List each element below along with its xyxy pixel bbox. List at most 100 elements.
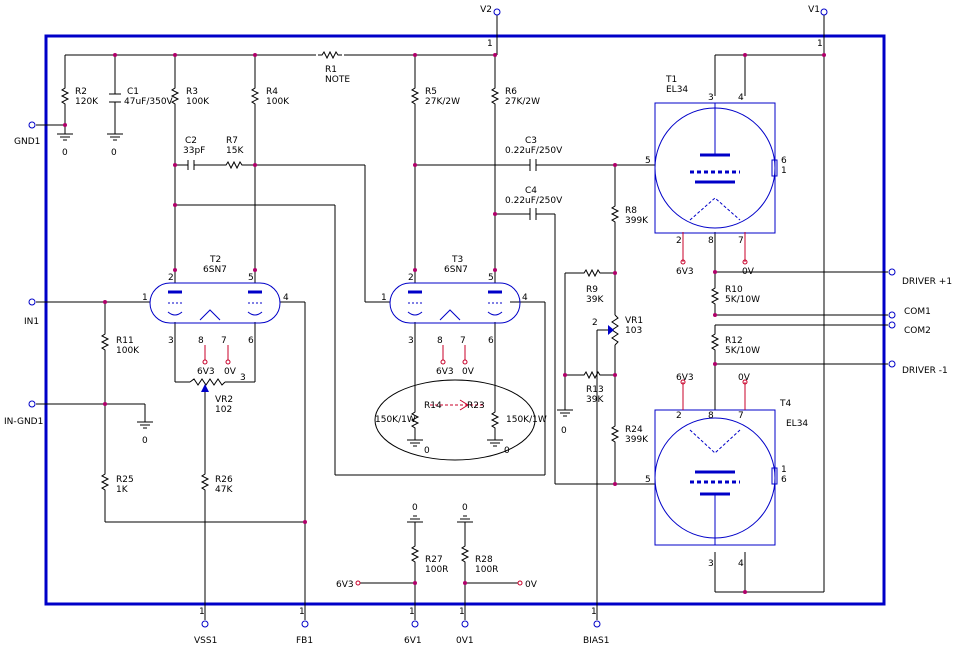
r26-value: 47K	[215, 485, 233, 495]
r7-value: 15K	[226, 146, 244, 156]
r4-value: 100K	[266, 97, 290, 107]
t3-ref: T3	[451, 255, 463, 265]
net-0v-4: 0V	[738, 373, 751, 383]
t2-ref: T2	[209, 255, 221, 265]
pin-t4-8: 8	[708, 411, 714, 421]
pin-t1-8: 8	[708, 236, 714, 246]
r14-ref: R14	[424, 401, 442, 411]
port-com2: COM2	[904, 326, 931, 336]
port-bias1: BIAS1	[583, 636, 609, 646]
pin-t4-6: 6	[781, 475, 787, 485]
r10-value: 5K/10W	[725, 295, 760, 305]
r24-value: 399K	[625, 435, 649, 445]
pin-vss1: 1	[199, 607, 205, 617]
net-6v3-3: 6V3	[676, 267, 694, 277]
r28-ref: R28	[475, 555, 493, 565]
pin-t3-3: 3	[408, 336, 414, 346]
pin-vr2-3: 3	[240, 373, 246, 383]
r10-ref: R10	[725, 285, 743, 295]
r3-value: 100K	[186, 97, 210, 107]
r12-value: 5K/10W	[725, 346, 760, 356]
net-6v3-4: 6V3	[676, 373, 694, 383]
port-in-gnd1: IN-GND1	[4, 417, 43, 427]
r23-ref: R23	[467, 401, 485, 411]
pin-t3-2: 2	[408, 273, 414, 283]
net-gnd-4: 0	[561, 426, 567, 436]
pin-0v1: 1	[459, 607, 465, 617]
trim-ellipse	[374, 379, 536, 461]
r8-value: 399K	[625, 216, 649, 226]
r5-ref: R5	[425, 87, 437, 97]
r11-ref: R11	[116, 336, 134, 346]
port-gnd1: GND1	[14, 137, 40, 147]
c2-value: 33pF	[183, 146, 205, 156]
r9-value: 39K	[586, 295, 604, 305]
r24-ref: R24	[625, 425, 643, 435]
net-0v-2: 0V	[462, 367, 475, 377]
pin-t3-5: 5	[488, 273, 494, 283]
pin-t4-7: 7	[738, 411, 744, 421]
r23-value: 150K/1W	[506, 415, 547, 425]
pin-t1-2: 2	[676, 236, 682, 246]
r25-value: 1K	[116, 485, 129, 495]
port-6v1: 6V1	[404, 636, 422, 646]
tube-t1	[654, 102, 778, 234]
net-gnd-7: 0	[412, 503, 418, 513]
pin-t2-3: 3	[168, 336, 174, 346]
pin-t1-4: 4	[738, 93, 744, 103]
r11-value: 100K	[116, 346, 140, 356]
port-0v1: 0V1	[456, 636, 474, 646]
t3-value: 6SN7	[444, 265, 468, 275]
pin-t3-1: 1	[381, 293, 387, 303]
c3-ref: C3	[525, 136, 537, 146]
vr1-value: 103	[625, 326, 642, 336]
r26-ref: R26	[215, 475, 233, 485]
pin-t1-3: 3	[708, 93, 714, 103]
port-driver-m1: DRIVER -1	[902, 366, 948, 376]
net-gnd-5: 0	[424, 446, 430, 456]
r2-ref: R2	[75, 87, 87, 97]
pin-t4-5: 5	[645, 475, 651, 485]
r28-value: 100R	[475, 565, 498, 575]
net-0v-1: 0V	[224, 367, 237, 377]
pin-bias1: 1	[591, 607, 597, 617]
port-in1: IN1	[24, 317, 39, 327]
pin-v2: 1	[487, 39, 493, 49]
r14-value: 150K/1W	[375, 415, 416, 425]
net-6v3-5: 6V3	[336, 580, 354, 590]
r12-ref: R12	[725, 336, 743, 346]
port-v2: V2	[480, 5, 492, 15]
pin-t1-6: 6	[781, 156, 787, 166]
pin-6v1: 1	[409, 607, 415, 617]
r27-ref: R27	[425, 555, 443, 565]
pin-t3-8: 8	[437, 336, 443, 346]
r8-ref: R8	[625, 206, 637, 216]
c4-value: 0.22uF/250V	[505, 196, 563, 206]
c4-ref: C4	[525, 186, 537, 196]
pin-v1: 1	[817, 39, 823, 49]
pin-t2-8: 8	[198, 336, 204, 346]
t4-value: EL34	[786, 419, 808, 429]
r6-value: 27K/2W	[505, 97, 540, 107]
t1-ref: T1	[665, 75, 677, 85]
pin-t3-7: 7	[460, 336, 466, 346]
pin-t1-5: 5	[645, 156, 651, 166]
net-gnd-8: 0	[462, 503, 468, 513]
r13-ref: R13	[586, 385, 604, 395]
pin-t2-6: 6	[248, 336, 254, 346]
c2-ref: C2	[185, 136, 197, 146]
r9-ref: R9	[586, 285, 598, 295]
t4-ref: T4	[779, 399, 791, 409]
pin-t1-1: 1	[781, 166, 787, 176]
r1-value: NOTE	[325, 75, 350, 85]
port-vss1: VSS1	[194, 636, 217, 646]
tube-t4	[654, 409, 778, 546]
tube-t2	[149, 282, 281, 324]
vr1-ref: VR1	[625, 316, 643, 326]
heater-stubs	[202, 232, 748, 586]
pin-t2-4: 4	[283, 293, 289, 303]
pin-t3-4: 4	[522, 293, 528, 303]
t2-value: 6SN7	[203, 265, 227, 275]
r2-value: 120K	[75, 97, 99, 107]
r3-ref: R3	[186, 87, 198, 97]
